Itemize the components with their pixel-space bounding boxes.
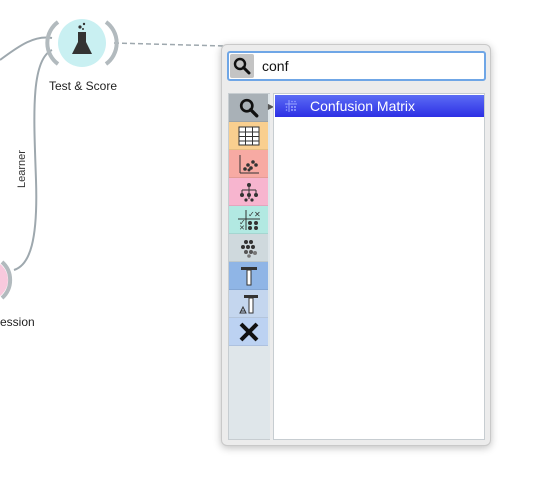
search-box <box>227 51 486 81</box>
node-input-anchor[interactable] <box>45 20 60 66</box>
tab-evaluate[interactable]: ✓ ✕ ✓ ✕ <box>229 206 268 234</box>
svg-text:✓: ✓ <box>248 210 255 219</box>
cluster-icon <box>240 239 257 258</box>
node-label-test-and-score: Test & Score <box>49 79 118 93</box>
category-tabs: ▶ <box>228 93 274 440</box>
chevron-right-icon: ▶ <box>267 102 274 111</box>
link-label-learner: Learner <box>16 150 28 188</box>
search-icon <box>233 57 251 75</box>
tab-other[interactable] <box>229 318 268 346</box>
table-icon <box>238 126 259 145</box>
search-icon <box>239 98 258 117</box>
node-test-and-score[interactable] <box>45 19 119 67</box>
tab-model[interactable] <box>229 178 268 206</box>
svg-text:✕: ✕ <box>254 210 261 219</box>
tab-visualize[interactable] <box>229 150 268 178</box>
text-icon <box>240 266 257 285</box>
scatter-icon <box>239 154 259 173</box>
quick-menu-popup: ▶ <box>221 44 491 446</box>
list-item-label: Confusion Matrix <box>310 98 416 114</box>
confusion-grid-icon: ✓ ✕ ✓ ✕ <box>237 209 261 231</box>
search-input[interactable] <box>260 54 484 78</box>
tab-text-addon[interactable] <box>229 290 268 318</box>
node-regression[interactable] <box>0 260 13 300</box>
text-chart-icon <box>238 294 258 313</box>
link-out-dashed[interactable] <box>113 42 226 47</box>
svg-text:✕: ✕ <box>239 224 245 231</box>
confusion-matrix-icon <box>285 100 297 112</box>
tab-data[interactable] <box>229 122 268 150</box>
x-icon <box>239 322 258 341</box>
node-output-anchor[interactable] <box>104 20 119 66</box>
results-list: Confusion Matrix <box>273 93 485 440</box>
search-button[interactable] <box>230 54 254 78</box>
tab-text-mining[interactable] <box>229 262 268 290</box>
flask-icon <box>72 22 92 54</box>
tab-search[interactable]: ▶ <box>229 94 274 122</box>
link-learner[interactable] <box>13 49 53 271</box>
list-item[interactable]: Confusion Matrix <box>275 95 484 117</box>
node-label-regression: ession <box>0 315 35 329</box>
tree-icon <box>239 182 258 202</box>
svg-text:✓: ✓ <box>239 218 246 227</box>
tab-unsupervised[interactable] <box>229 234 268 262</box>
